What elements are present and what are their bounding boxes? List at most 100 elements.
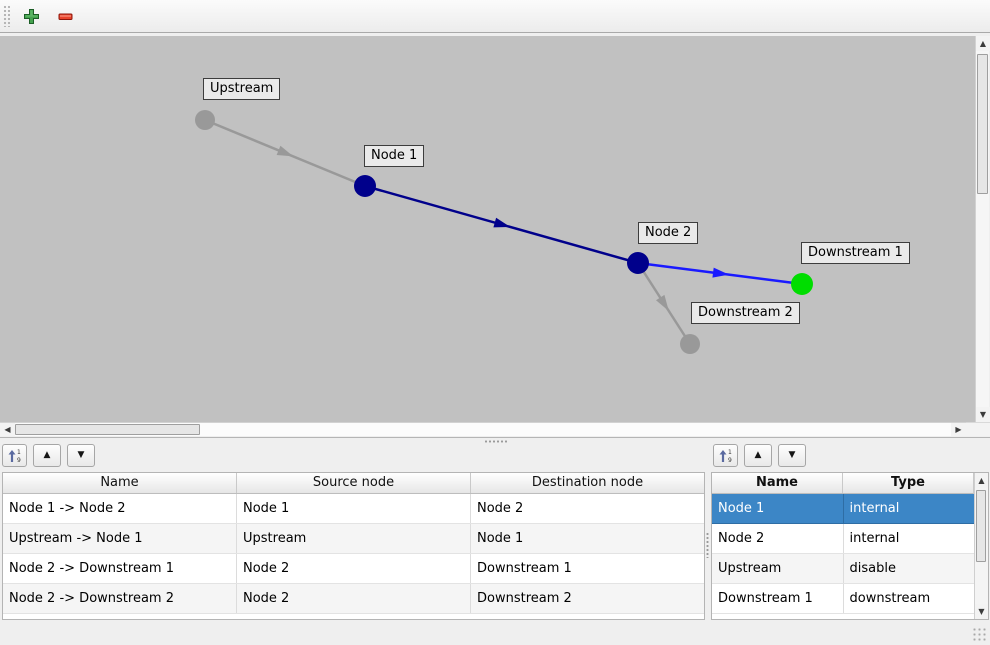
table-cell: Upstream [712, 554, 844, 583]
panel-splitter[interactable] [0, 437, 990, 443]
node-move-down-button[interactable]: ▼ [778, 444, 806, 467]
table-cell: Upstream [237, 524, 471, 553]
edge-table: Name Source node Destination node Node 1… [2, 472, 705, 620]
resize-grip[interactable] [972, 627, 986, 641]
add-button[interactable] [18, 3, 44, 29]
graph-node[interactable] [680, 334, 700, 354]
edge-arrow-icon [656, 294, 669, 312]
table-row[interactable]: Node 1 internal [712, 494, 974, 524]
table-row[interactable]: Node 2 internal [712, 524, 974, 554]
graph-node[interactable] [627, 252, 649, 274]
table-row[interactable]: Upstream disable [712, 554, 974, 584]
splitter-grip-icon [484, 440, 508, 443]
table-cell: Node 2 [712, 524, 844, 553]
edge-arrow-icon [276, 145, 294, 157]
sort-ascending-icon: 1 9 [8, 449, 21, 463]
node-table-scrollbar[interactable]: ▲ ▼ [974, 473, 988, 619]
status-strip [0, 620, 990, 645]
table-cell: Node 2 -> Downstream 2 [3, 584, 237, 613]
node-table-scroll-thumb[interactable] [976, 490, 986, 562]
node-sort-button[interactable]: 1 9 [713, 444, 738, 467]
canvas-vertical-scrollbar[interactable]: ▲ ▼ [975, 36, 990, 422]
graph-node[interactable] [354, 175, 376, 197]
node-label[interactable]: Downstream 2 [691, 302, 800, 324]
horizontal-scroll-thumb[interactable] [15, 424, 200, 435]
canvas-horizontal-scrollbar[interactable]: ◀ ▶ [0, 422, 966, 436]
edge-move-up-button[interactable]: ▲ [33, 444, 61, 467]
edge-table-header: Name Source node Destination node [3, 473, 704, 494]
scroll-down-icon[interactable]: ▼ [976, 407, 990, 422]
svg-text:1: 1 [728, 449, 732, 456]
table-cell: Node 2 [477, 501, 524, 516]
graph-node[interactable] [791, 273, 813, 295]
table-cell: Node 1 [712, 494, 844, 523]
table-cell: Downstream 2 [477, 591, 572, 606]
table-cell: Node 2 [237, 554, 471, 583]
table-row[interactable]: Downstream 1 downstream [712, 584, 974, 614]
toolbar-grip[interactable] [3, 5, 10, 27]
minus-icon [58, 13, 72, 20]
edge-move-down-button[interactable]: ▼ [67, 444, 95, 467]
sort-ascending-icon: 1 9 [719, 449, 732, 463]
table-cell: Downstream 1 [477, 561, 572, 576]
edge-arrow-icon [493, 217, 511, 228]
table-cell: internal [849, 531, 900, 546]
node-table-toolbar: 1 9 ▲ ▼ [713, 444, 806, 468]
scroll-left-icon[interactable]: ◀ [0, 423, 15, 436]
table-cell: Node 2 [237, 584, 471, 613]
bottom-panel: 1 9 ▲ ▼ 1 9 ▲ ▼ Name [0, 443, 990, 620]
table-cell: Node 1 [237, 494, 471, 523]
node-label[interactable]: Node 1 [364, 145, 425, 167]
column-header-type[interactable]: Type [891, 475, 925, 490]
table-cell: Node 1 [477, 531, 524, 546]
plus-icon [23, 8, 39, 24]
node-move-up-button[interactable]: ▲ [744, 444, 772, 467]
vertical-scroll-thumb[interactable] [977, 54, 988, 194]
table-cell: downstream [849, 591, 931, 606]
scroll-down-icon[interactable]: ▼ [975, 604, 988, 619]
node-label[interactable]: Node 2 [638, 222, 699, 244]
table-cell: disable [849, 561, 896, 576]
main-toolbar [0, 0, 990, 33]
edge-arrow-icon [712, 267, 729, 278]
svg-text:1: 1 [17, 449, 21, 456]
table-splitter[interactable] [705, 472, 711, 620]
edge-table-toolbar: 1 9 ▲ ▼ [2, 444, 95, 468]
table-cell: Node 1 -> Node 2 [3, 494, 237, 523]
table-cell: internal [849, 501, 900, 516]
scroll-up-icon[interactable]: ▲ [976, 36, 990, 51]
column-header-name[interactable]: Name [3, 473, 237, 493]
node-label[interactable]: Downstream 1 [801, 242, 910, 264]
graph-node[interactable] [195, 110, 215, 130]
scrollbar-corner [966, 422, 990, 436]
up-arrow-icon: ▲ [754, 450, 762, 460]
graph-svg [195, 110, 813, 354]
column-header-destination-node[interactable]: Destination node [531, 475, 644, 490]
node-table-header: Name Type [712, 473, 974, 494]
scroll-right-icon[interactable]: ▶ [951, 423, 966, 436]
edge-sort-button[interactable]: 1 9 [2, 444, 27, 467]
svg-text:9: 9 [728, 457, 732, 463]
scroll-up-icon[interactable]: ▲ [975, 473, 988, 488]
column-header-source-node[interactable]: Source node [237, 473, 471, 493]
down-arrow-icon: ▼ [77, 450, 85, 460]
table-cell: Downstream 1 [712, 584, 844, 613]
splitter-grip-icon [706, 532, 709, 558]
column-header-name[interactable]: Name [712, 473, 843, 493]
down-arrow-icon: ▼ [788, 450, 796, 460]
table-cell: Node 2 -> Downstream 1 [3, 554, 237, 583]
node-label[interactable]: Upstream [203, 78, 281, 100]
svg-text:9: 9 [17, 457, 21, 463]
table-cell: Upstream -> Node 1 [3, 524, 237, 553]
remove-button[interactable] [52, 3, 78, 29]
